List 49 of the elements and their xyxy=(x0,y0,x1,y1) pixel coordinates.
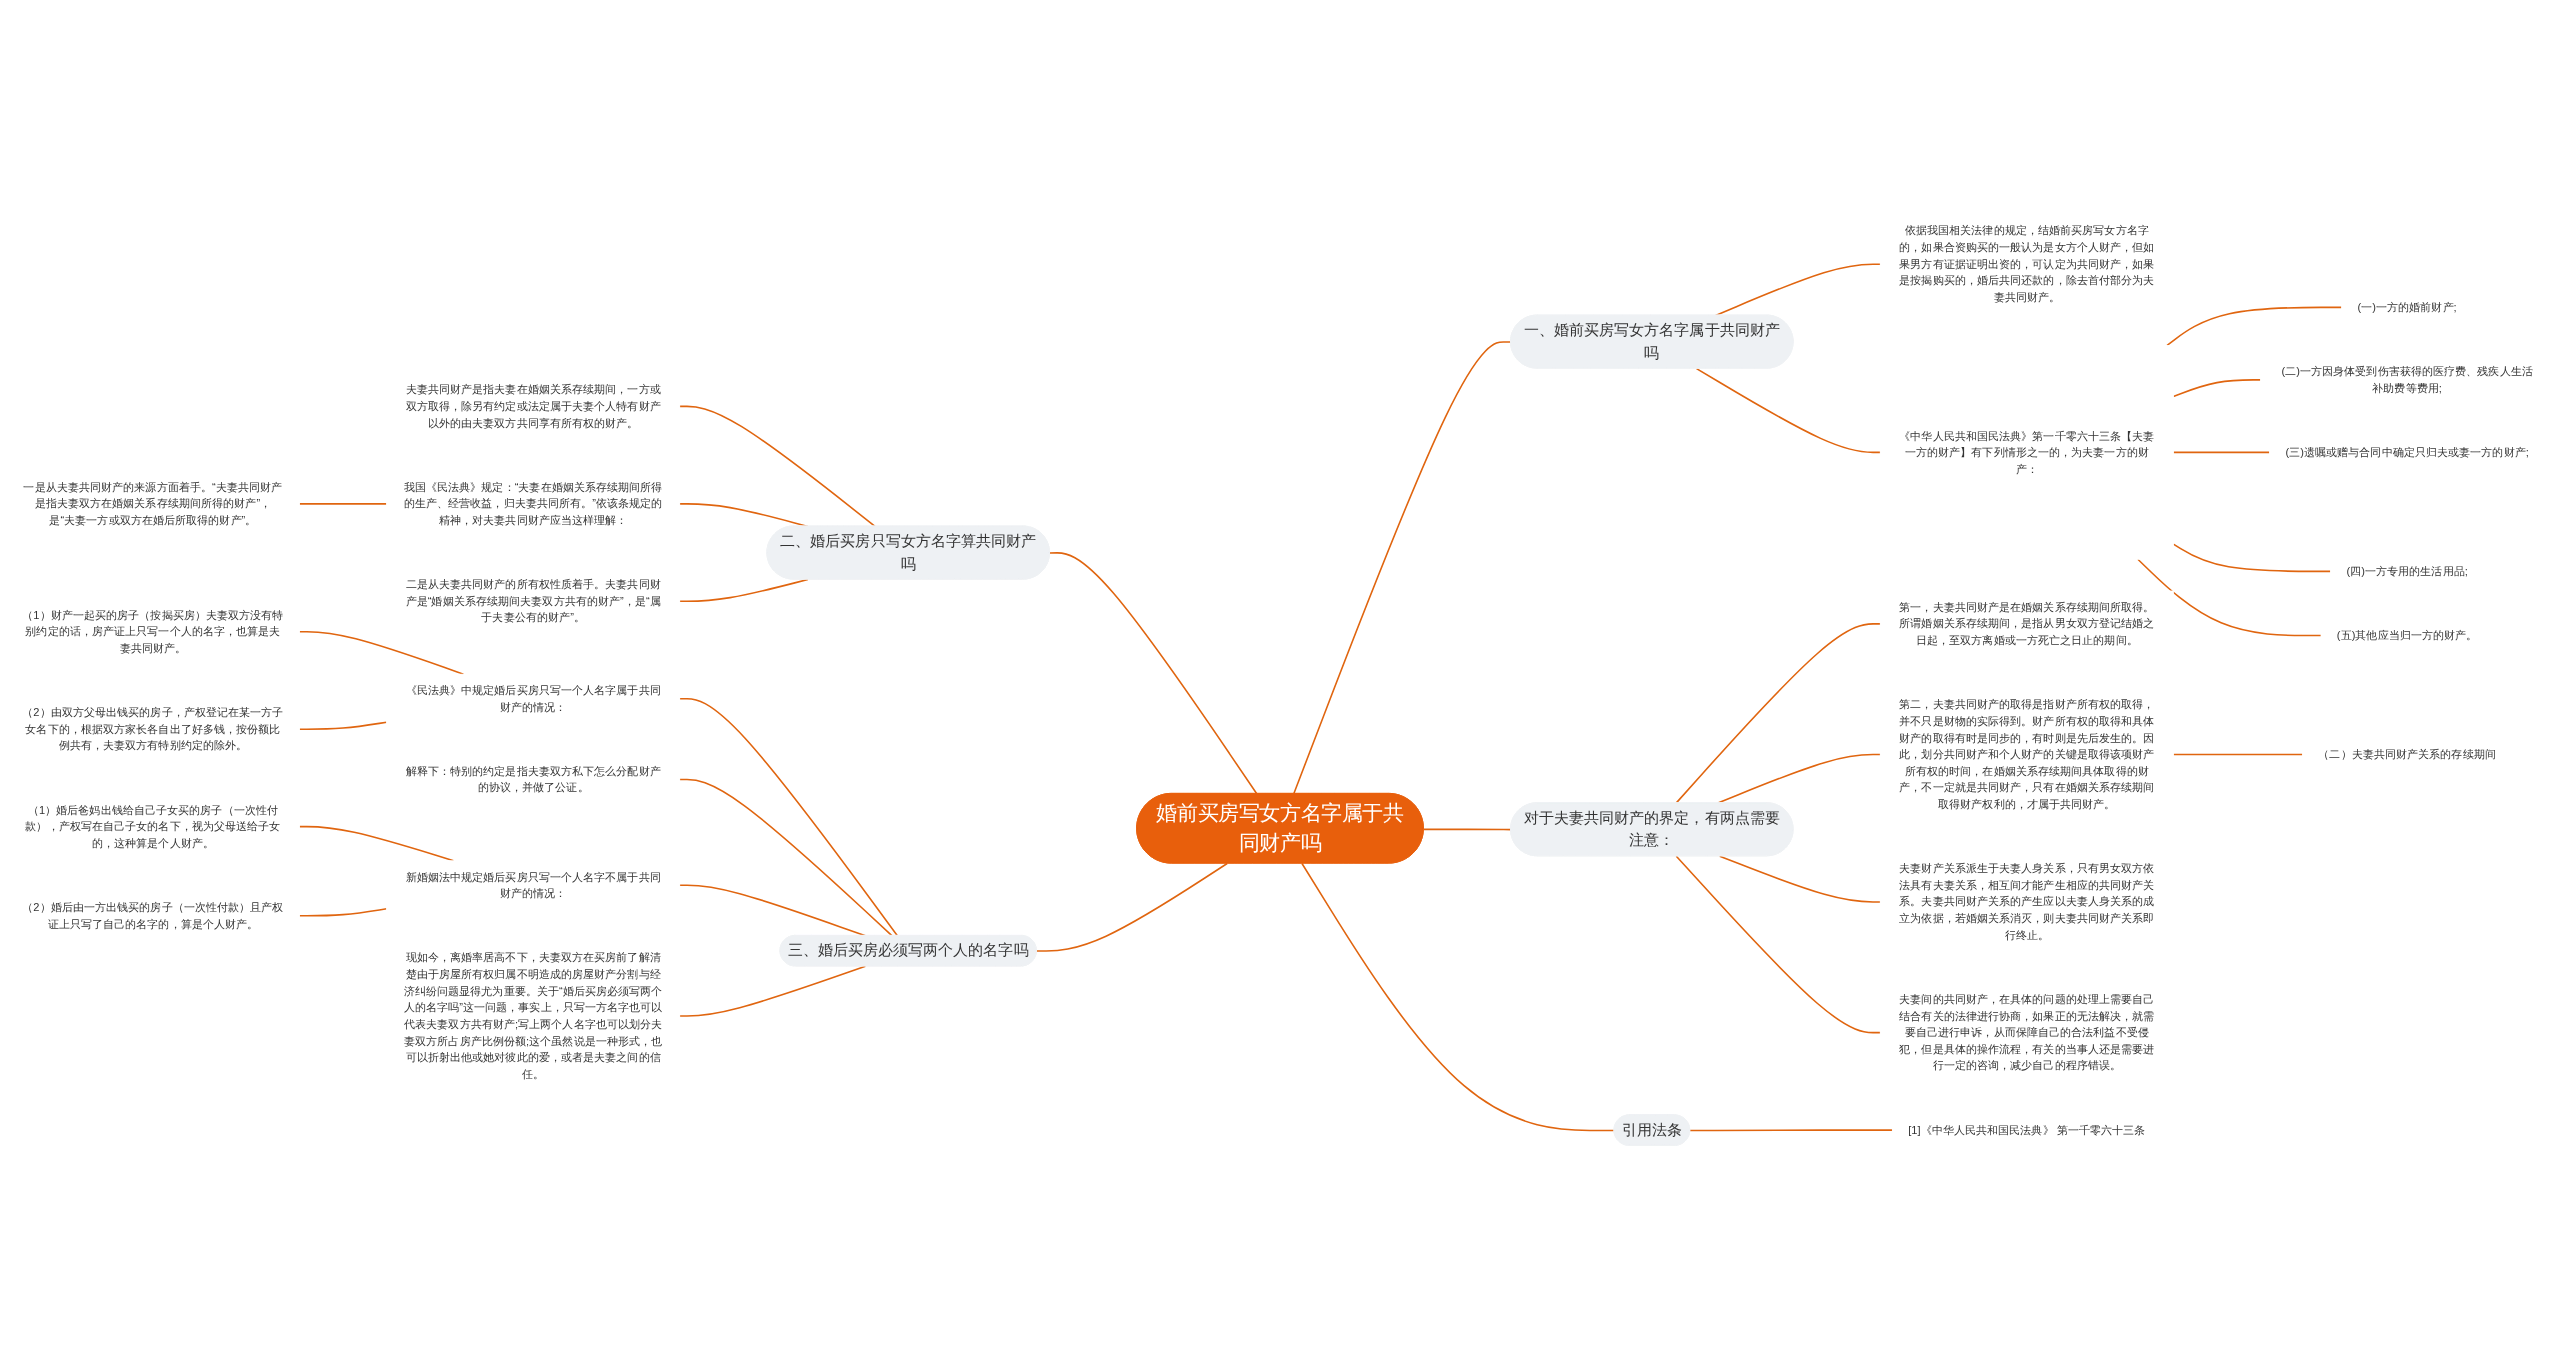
connector xyxy=(2172,753,2304,756)
connector xyxy=(2166,306,2343,347)
connector xyxy=(298,721,388,730)
connector xyxy=(298,908,388,917)
node-text: [1]《中华人民共和国民法典》 第一千零六十三条 xyxy=(1908,1123,2146,1137)
connector xyxy=(298,503,388,505)
connector xyxy=(298,631,465,675)
node-text: 夫妻共同财产是指夫妻在婚姻关系存续期间，一方或双方取得，除另有约定或法定属于夫妻个人特有财产以外的由夫妻双方共同享有所有权的财产。 xyxy=(405,383,661,429)
node-text: 夫妻间的共同财产，在具体的问题的处理上需要自己结合有关的法律进行协商，如果正的无法解决，就需要自己进行申诉，从而保障自己的合法利益不受侵犯，但是具体的操作流程，有关的当事人还是需要进行一定的咨询，减少自己的程序错误。 xyxy=(1899,992,2155,1072)
connector xyxy=(1689,1129,1894,1132)
connector xyxy=(1293,341,1512,795)
node-text: （1）婚后爸妈出钱给自己子女买的房子（一次性付款），产权写在自己子女的名下，视为父母送给子女的，这种算是个人财产。 xyxy=(25,803,281,850)
node-text: 夫妻财产关系派生于夫妻人身关系，只有男女双方依法具有夫妻关系，相互间才能产生相应的共同财产关系。夫妻共同财产关系的产生应以夫妻人身关系的成立为依据，若婚姻关系消灭，则夫妻共同财产关系即行终止。 xyxy=(1899,861,2155,942)
connector xyxy=(678,697,899,937)
connector xyxy=(2172,451,2271,454)
connector xyxy=(1675,855,1882,1034)
connector xyxy=(1675,623,1882,804)
connector xyxy=(1049,552,1258,795)
connector xyxy=(678,965,867,1017)
connector xyxy=(1718,855,1882,903)
node-text: 现如今，离婚率居高不下，夫妻双方在买房前了解清楚由于房屋所有权归属不明造成的房屋财产分割与经济纠纷问题显得尤为重要。关于“婚后买房必须写两个人的名字吗”这一问题，事实上，只写一方名字也可以代表夫妻双方共有财产;写上两个人名字也可以划分夫妻双方所占房产比例份额;这个虽然说是一种形式，也可以折射出他或她对彼此的爱，或者是夫妻之间的信任。 xyxy=(403,951,663,1081)
node-text: （2）婚后由一方出钱买的房子（一次性付款）且产权证上只写了自己的名字的，算是个人财产。 xyxy=(22,900,284,931)
connector xyxy=(1035,862,1228,952)
node-text: 解释下：特别的约定是指夫妻双方私下怎么分配财产的协议，并做了公证。 xyxy=(405,764,661,794)
connector xyxy=(678,405,876,528)
node-text: 第二，夫妻共同财产的取得是指财产所有权的取得，并不只是财物的实际得到。财产所有权的取得和具体财产的取得有时是同步的，有时则是先后发生的。因此，划分共同财产和个人财产的关键是取得该项财产所有权的时间，在婚姻关系存续期间具体取得的财产，不一定就是共同财产，只有在婚姻关系存续期间取得财产权利的，才属于共同财产。 xyxy=(1899,697,2155,811)
connector xyxy=(678,778,893,937)
node-text: 我国《民法典》规定：“夫妻在婚姻关系存续期间所得的生产、经营收益，归夫妻共同所有。”依该条规定的精神，对夫妻共同财产应当这样理解： xyxy=(403,480,663,527)
node-text: 一是从夫妻共同财产的来源方面着手。“夫妻共同财产是指夫妻双方在婚姻关系存续期间所得的财产”，是“夫妻一方或双方在婚后所取得的财产”。 xyxy=(23,480,283,527)
node-text: 《民法典》中规定婚后买房只写一个人名字属于共同财产的情况： xyxy=(405,683,661,713)
node-text: 第一，夫妻共同财产是在婚姻关系存续期间所取得。所谓婚姻关系存续期间，是指从男女双方登记结婚之日起，至双方离婚或一方死亡之日止的期间。 xyxy=(1899,600,2155,647)
node-text: (五)其他应当归一方的财产。 xyxy=(2336,628,2478,642)
connector xyxy=(1695,367,1882,454)
node-text: (四)一方专用的生活用品; xyxy=(2346,564,2468,578)
connector xyxy=(2137,558,2322,637)
node-text: （二）夫妻共同财产关系的存续期间 xyxy=(2318,747,2496,761)
node-text: （2）由双方父母出钱买的房子，产权登记在某一方子女名下的，根据双方家长各自出了好多钱，按份额比例共有，夫妻双方有特别约定的除外。 xyxy=(22,705,284,752)
node-text: (三)遗嘱或赠与合同中确定只归夫或妻一方的财产; xyxy=(2285,445,2529,459)
connector xyxy=(2172,379,2262,398)
node-text: (二)一方因身体受到伤害获得的医疗费、残疾人生活补助费等费用; xyxy=(2281,364,2533,395)
node-text: （1）财产一起买的房子（按揭买房）夫妻双方没有特别约定的话，房产证上只写一个人的名字，也算是夫妻共同财产。 xyxy=(22,608,284,655)
connector xyxy=(1423,828,1512,831)
connector xyxy=(2172,543,2332,573)
node-text: (一)一方的婚前财产; xyxy=(2357,300,2457,314)
node-text: 依据我国相关法律的规定，结婚前买房写女方名字的，如果合资购买的一般认为是女方个人财产，但如果男方有证据证明出资的，可认定为共同财产，如果是按揭购买的，婚后共同还款的，除去首付部分为夫妻共同财产。 xyxy=(1899,224,2155,304)
node-text: 二是从夫妻共同财产的所有权性质着手。夫妻共同财产是“婚姻关系存续期间夫妻双方共有的财产”，是“属于夫妻公有的财产”。 xyxy=(405,577,661,624)
node-text: 《中华人民共和国民法典》第一千零六十三条【夫妻一方的财产】有下列情形之一的，为夫妻一方的财产： xyxy=(1899,428,2155,475)
connector xyxy=(1301,862,1616,1132)
node-text: 新婚姻法中规定婚后买房只写一个人名字不属于共同财产的情况： xyxy=(405,870,661,900)
